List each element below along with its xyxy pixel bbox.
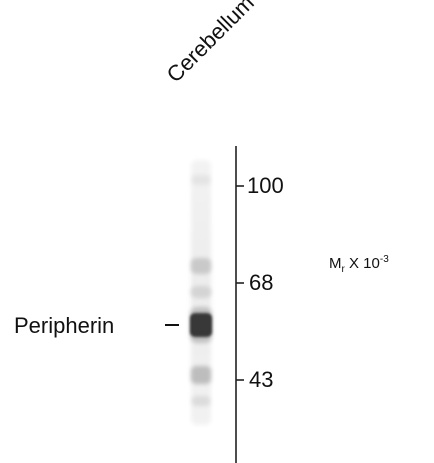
band-upper bbox=[191, 258, 211, 274]
band-peripherin-halo bbox=[190, 307, 212, 343]
band-lower bbox=[191, 366, 211, 384]
protein-label: Peripherin bbox=[14, 313, 115, 338]
marker-43: 43 bbox=[249, 367, 274, 392]
marker-68: 68 bbox=[249, 270, 274, 295]
band-upper-2 bbox=[191, 286, 211, 298]
band-faint-top bbox=[192, 175, 210, 185]
mr-middle: X 10 bbox=[344, 255, 380, 272]
mr-subscript: r bbox=[341, 264, 345, 275]
mr-prefix: M bbox=[329, 255, 342, 272]
mr-superscript: -3 bbox=[379, 254, 389, 265]
marker-100: 100 bbox=[247, 173, 284, 198]
protein-indicator-dash bbox=[165, 324, 179, 326]
mr-axis-label: Mr X 10-3 bbox=[329, 254, 389, 275]
band-lower-2 bbox=[192, 396, 210, 406]
